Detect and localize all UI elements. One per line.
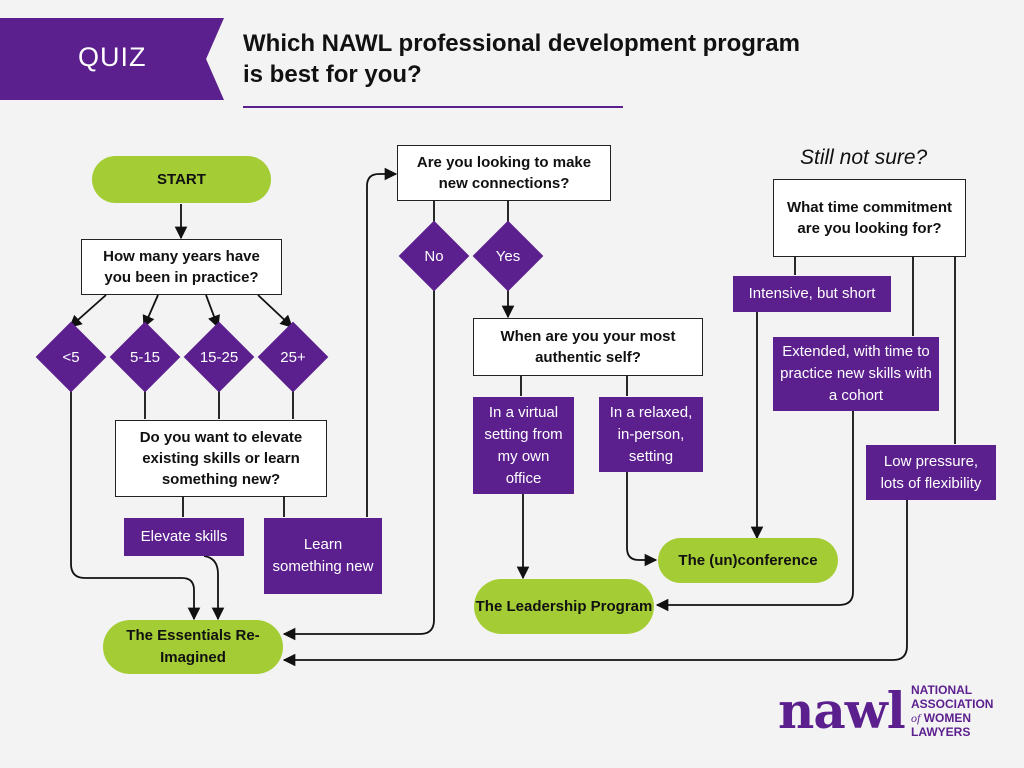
question-connections: Are you looking to make new connections? (397, 145, 611, 201)
option-relaxed-in-person: In a relaxed, in-person, setting (599, 397, 703, 472)
option-connections-no: No (398, 220, 470, 292)
start-node: START (92, 156, 271, 203)
nawl-logo-text: NATIONAL ASSOCIATION of WOMEN LAWYERS (911, 683, 994, 739)
option-learn-something-new: Learn something new (264, 518, 382, 594)
option-virtual-setting: In a virtual setting from my own office (473, 397, 574, 494)
connector-no-essentials (282, 286, 435, 641)
quiz-banner: QUIZ (0, 18, 224, 100)
page-title: Which NAWL professional development prog… (243, 30, 800, 88)
connector-skills-essentials (203, 555, 225, 621)
question-years: How many years have you been in practice… (81, 239, 282, 295)
option-extended-cohort: Extended, with time to practice new skil… (773, 337, 939, 411)
outcome-leadership: The Leadership Program (474, 579, 654, 634)
option-intensive-short: Intensive, but short (733, 276, 891, 312)
question-time-commitment: What time commitment are you looking for… (773, 179, 966, 257)
nawl-logo-wordmark: nawl (778, 681, 906, 740)
title-underline (243, 106, 623, 108)
quiz-label: QUIZ (78, 42, 147, 72)
question-authentic: When are you your most authentic self? (473, 318, 703, 376)
still-not-sure-label: Still not sure? (800, 146, 928, 169)
outcome-essentials: The Essentials Re-Imagined (103, 620, 283, 674)
option-years-25plus: 25+ (257, 321, 329, 393)
option-connections-yes: Yes (472, 220, 544, 292)
option-low-pressure: Low pressure, lots of flexibility (866, 445, 996, 500)
connector-inperson-unconference (626, 472, 658, 567)
option-years-lt5: <5 (35, 321, 107, 393)
connector-lowpressure-essentials (282, 500, 908, 667)
option-years-5-15: 5-15 (109, 321, 181, 393)
connector-extended-leadership (655, 411, 854, 612)
option-elevate-skills: Elevate skills (124, 518, 244, 556)
connector-learn-connections (366, 167, 398, 517)
option-years-15-25: 15-25 (183, 321, 255, 393)
outcome-unconference: The (un)conference (658, 538, 838, 583)
connector-lt5-essentials (70, 386, 201, 621)
question-elevate: Do you want to elevate existing skills o… (115, 420, 327, 497)
